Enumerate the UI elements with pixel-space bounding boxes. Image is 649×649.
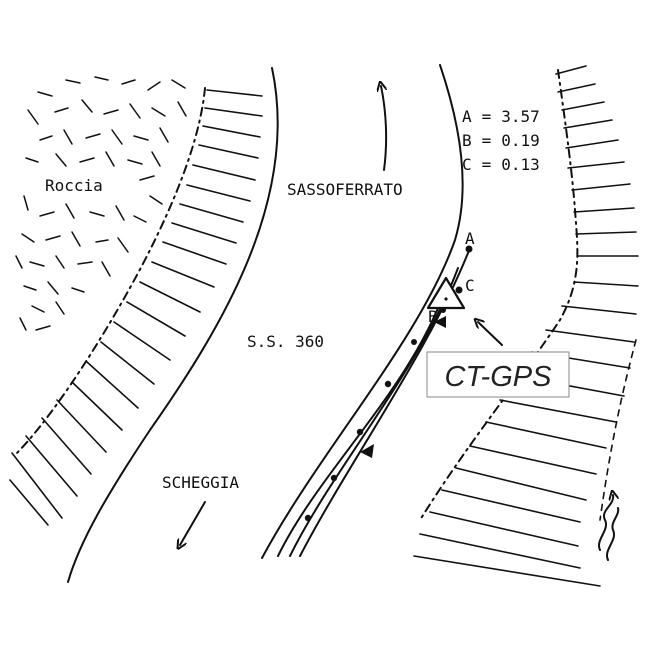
north-arrow bbox=[381, 86, 388, 171]
rock-texture bbox=[15, 76, 187, 331]
right-slope-lower-dashes bbox=[599, 339, 637, 521]
legend-key: C bbox=[462, 155, 472, 174]
legend-key: A bbox=[462, 107, 472, 126]
point-a-label: A bbox=[465, 229, 475, 248]
svg-text:B=0.19: B=0.19 bbox=[462, 131, 540, 150]
left-slope-hachures bbox=[9, 89, 263, 526]
north-direction-label: SASSOFERRATO bbox=[287, 180, 403, 199]
right-slope-hachures bbox=[413, 65, 639, 587]
left-slope-crest bbox=[14, 87, 206, 456]
svg-text:A=3.57: A=3.57 bbox=[462, 107, 540, 126]
svg-text:C=0.13: C=0.13 bbox=[462, 155, 540, 174]
point-b-label: B bbox=[428, 307, 438, 326]
road-edge-left bbox=[67, 67, 279, 583]
triangle-icon bbox=[426, 276, 466, 310]
legend-key: B bbox=[462, 131, 472, 150]
fault-trace-outer bbox=[277, 289, 446, 557]
left-slope bbox=[9, 87, 263, 526]
road-edge-right bbox=[261, 64, 464, 559]
road-label: S.S. 360 bbox=[247, 332, 324, 351]
device-label: CT-GPS bbox=[445, 361, 553, 393]
device-label-box: CT-GPS bbox=[426, 351, 570, 398]
point-c-label: C bbox=[465, 276, 475, 295]
fault-points bbox=[304, 245, 473, 522]
dip-markers bbox=[360, 316, 446, 458]
squiggle-arrow bbox=[597, 495, 620, 561]
legend: A=3.57 B=0.19 C=0.13 bbox=[462, 107, 540, 174]
arrow-icon bbox=[478, 322, 503, 346]
right-slope-crest bbox=[419, 69, 579, 521]
south-direction-label: SCHEGGIA bbox=[162, 473, 239, 492]
rock-label: Roccia bbox=[45, 176, 103, 195]
south-arrow bbox=[180, 501, 206, 545]
right-slope bbox=[413, 65, 639, 587]
